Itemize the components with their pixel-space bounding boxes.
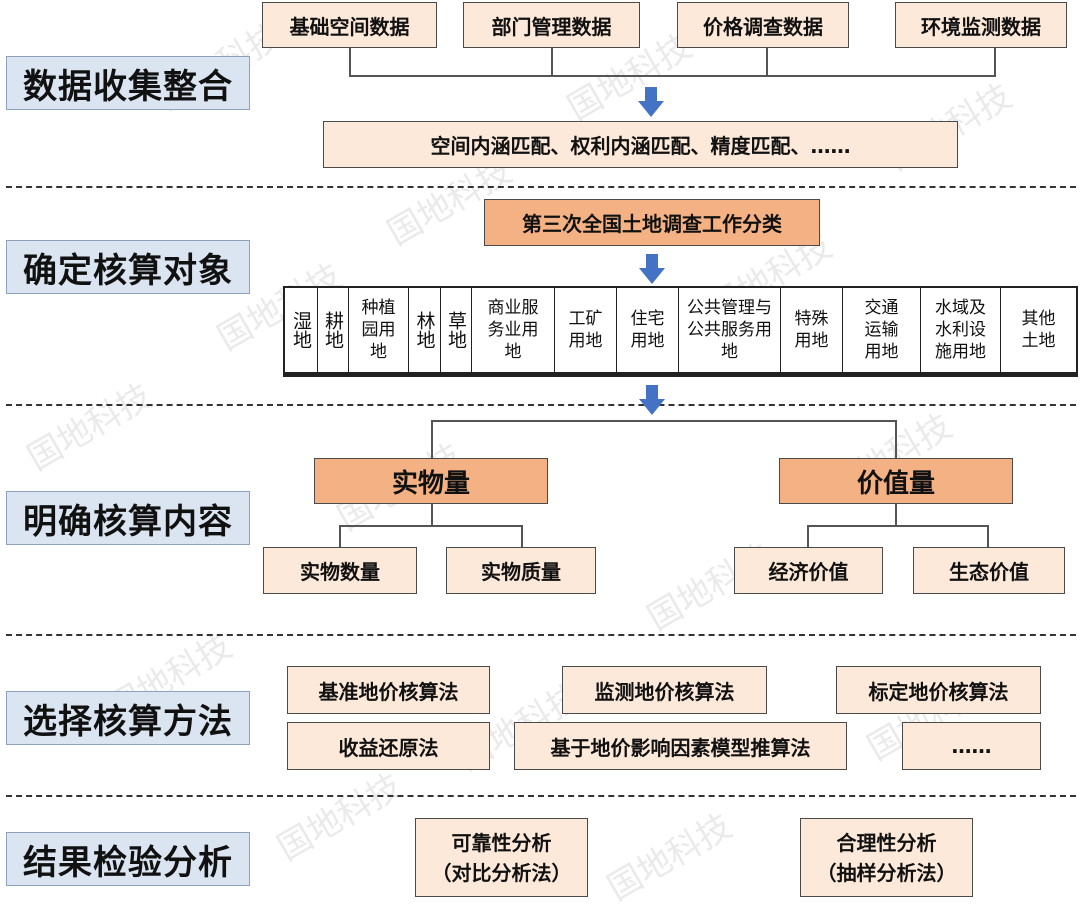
connector — [766, 48, 768, 76]
land-category-label: 湿地 — [290, 311, 312, 349]
land-category-cell: 耕地 — [318, 288, 349, 372]
method-box: 监测地价核算法 — [562, 666, 767, 714]
stage-label: 数据收集整合 — [6, 56, 250, 110]
value-child-box: 经济价值 — [734, 547, 883, 594]
data-source-box: 价格调查数据 — [677, 2, 849, 48]
connector — [431, 504, 433, 526]
land-category-cell: 住宅用地 — [617, 288, 679, 372]
land-category-cell: 林地 — [409, 288, 441, 372]
land-category-label: 特殊用地 — [794, 309, 829, 351]
connector — [987, 525, 989, 547]
land-category-label: 商业服务业用地 — [487, 298, 539, 362]
connector — [339, 525, 341, 547]
method-box: 标定地价核算法 — [836, 666, 1041, 714]
connector — [431, 420, 897, 422]
value-quantity-box: 价值量 — [779, 458, 1013, 504]
land-category-label: 耕地 — [322, 311, 344, 349]
connector — [807, 525, 989, 527]
land-category-label: 住宅用地 — [630, 309, 665, 351]
land-category-label: 林地 — [413, 311, 436, 349]
rationality-analysis-box: 合理性分析 （抽样分析法） — [800, 818, 973, 897]
land-category-cell: 特殊用地 — [781, 288, 843, 372]
connector — [431, 420, 433, 458]
reliability-analysis-box: 可靠性分析 （对比分析法） — [415, 818, 588, 897]
connector — [895, 420, 897, 458]
data-source-box: 部门管理数据 — [463, 2, 640, 48]
down-arrow-icon — [639, 254, 665, 284]
method-box: 基于地价影响因素模型推算法 — [514, 722, 847, 770]
land-category-table: 湿地 耕地 种植园用地 林地 草地 商业服务业用地 工矿用地 住宅用地 公共管理… — [283, 286, 1078, 374]
physical-child-box: 实物数量 — [263, 547, 417, 594]
method-box: 收益还原法 — [287, 722, 490, 770]
connector — [349, 75, 996, 77]
data-source-box: 环境监测数据 — [895, 2, 1067, 48]
physical-quantity-box: 实物量 — [314, 458, 548, 504]
matching-box: 空间内涵匹配、权利内涵匹配、精度匹配、…… — [323, 121, 958, 168]
land-category-label: 工矿用地 — [568, 309, 603, 351]
connector — [551, 48, 553, 76]
stage-label: 选择核算方法 — [6, 691, 250, 745]
value-child-box: 生态价值 — [913, 547, 1065, 594]
land-category-cell: 水域及水利设施用地 — [921, 288, 1001, 372]
land-category-label: 交通运输用地 — [864, 298, 899, 362]
watermark: 国地科技 — [600, 806, 739, 909]
section-divider — [6, 404, 1076, 406]
land-category-label: 草地 — [445, 311, 467, 349]
stage-label: 结果检验分析 — [6, 832, 250, 886]
connector — [994, 48, 996, 76]
watermark: 国地科技 — [20, 376, 159, 479]
land-category-cell: 其他土地 — [1001, 288, 1076, 372]
connector — [807, 525, 809, 547]
down-arrow-icon — [639, 385, 665, 415]
land-category-cell: 公共管理与公共服务用地 — [679, 288, 781, 372]
land-category-label: 种植园用地 — [361, 298, 396, 362]
section-divider — [6, 795, 1076, 797]
data-source-box: 基础空间数据 — [262, 2, 437, 48]
land-category-cell: 草地 — [441, 288, 472, 372]
reliability-label: 可靠性分析 — [451, 830, 552, 855]
land-category-label: 公共管理与公共服务用地 — [687, 298, 772, 362]
classification-title-box: 第三次全国土地调查工作分类 — [484, 199, 820, 246]
land-category-label: 水域及水利设施用地 — [935, 298, 986, 362]
connector — [349, 48, 351, 76]
physical-child-box: 实物质量 — [446, 547, 596, 594]
connector — [521, 525, 523, 547]
section-divider — [6, 634, 1076, 636]
method-box: …… — [902, 722, 1041, 770]
land-category-cell: 种植园用地 — [349, 288, 409, 372]
land-category-label: 其他土地 — [1021, 309, 1056, 351]
land-category-cell: 商业服务业用地 — [472, 288, 555, 372]
stage-label: 确定核算对象 — [6, 240, 250, 294]
reliability-method: （对比分析法） — [431, 860, 572, 885]
connector — [895, 504, 897, 526]
watermark: 国地科技 — [270, 766, 409, 869]
method-box: 基准地价核算法 — [287, 666, 490, 714]
land-category-cell: 湿地 — [285, 288, 318, 372]
down-arrow-icon — [638, 87, 664, 117]
connector — [339, 525, 523, 527]
land-category-cell: 交通运输用地 — [843, 288, 921, 372]
rationality-label: 合理性分析 — [836, 830, 937, 855]
land-category-cell: 工矿用地 — [555, 288, 617, 372]
stage-label: 明确核算内容 — [6, 491, 250, 545]
rationality-method: （抽样分析法） — [816, 860, 957, 885]
section-divider — [6, 186, 1076, 188]
